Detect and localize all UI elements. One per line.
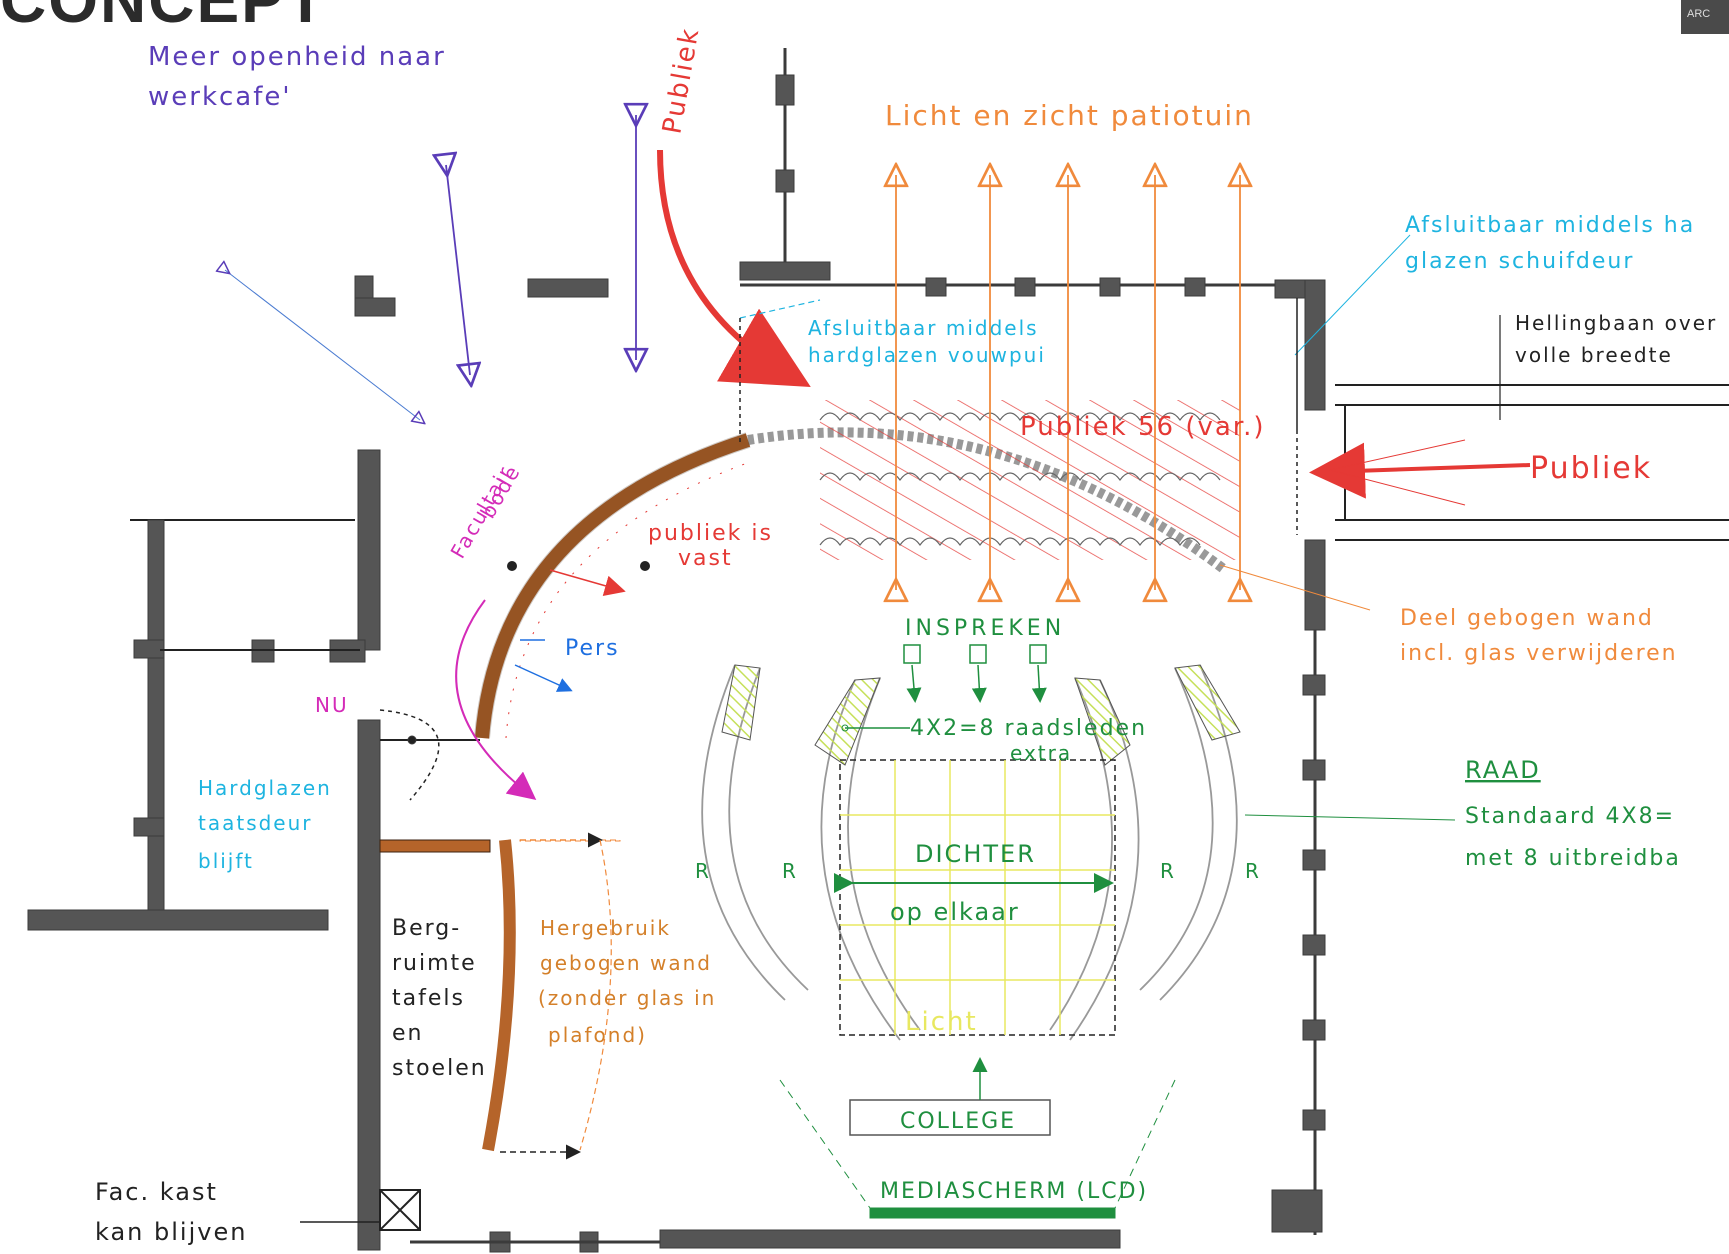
label-hardglazen-3: blijft [198, 849, 254, 873]
label-deel-2: incl. glas verwijderen [1400, 641, 1678, 666]
label-berg-1: Berg- [392, 916, 461, 941]
label-r-2: R [782, 859, 798, 883]
light-arrows [896, 175, 1240, 590]
label-afsluitbaar-mid-2: hardglazen vouwpui [808, 343, 1046, 367]
glass-lines [739, 234, 1501, 611]
label-fac-kast-1: Fac. kast [95, 1178, 218, 1206]
label-hellingbaan-1: Hellingbaan over [1515, 311, 1717, 335]
label-herge-2: gebogen wand [540, 951, 712, 975]
label-afsluitbaar-right-1: Afsluitbaar middels ha [1405, 213, 1695, 238]
marker-dot [507, 561, 517, 571]
marker-dot [640, 561, 650, 571]
label-meer-openheid: Meer openheid naar [148, 42, 446, 72]
label-publiek-vast-2: vast [678, 546, 733, 571]
label-standaard: Standaard 4X8= [1465, 804, 1675, 829]
label-publiek-vast-1: publiek is [648, 521, 773, 546]
label-nu: NU [315, 693, 349, 717]
curved-wall [474, 432, 751, 739]
label-deel-1: Deel gebogen wand [1400, 606, 1654, 631]
label-licht: Licht [905, 1007, 978, 1037]
label-herge-4: plafond) [548, 1023, 647, 1047]
label-afsluitbaar-right-2: glazen schuifdeur [1405, 249, 1634, 274]
label-r-4: R [1245, 859, 1261, 883]
label-mediascherm: MEDIASCHERM (LCD) [880, 1179, 1148, 1204]
label-hellingbaan-2: volle breedte [1515, 343, 1673, 367]
label-uitbreid: met 8 uitbreidba [1465, 846, 1681, 871]
label-college: COLLEGE [900, 1109, 1016, 1134]
label-werkcafe: werkcafe' [148, 82, 292, 112]
label-licht-zicht: Licht en zicht patiotuin [885, 99, 1254, 132]
label-afsluitbaar-mid-1: Afsluitbaar middels [808, 316, 1039, 340]
storage-walls [379, 832, 621, 1160]
label-insprekers: INSPREKEN [905, 616, 1065, 641]
label-r-3: R [1160, 859, 1176, 883]
label-berg-2: ruimte [392, 951, 477, 976]
label-herge-3: (zonder glas in [538, 986, 716, 1010]
council-area [701, 644, 1456, 1219]
label-pers: Pers [565, 636, 620, 661]
label-hardglazen-1: Hardglazen [198, 776, 332, 800]
label-fac-kast-2: kan blijven [95, 1218, 247, 1246]
label-herge-1: Hergebruik [540, 916, 671, 940]
facultair-arrow [455, 599, 537, 800]
label-raad: RAAD [1465, 756, 1541, 784]
label-berg-5: stoelen [392, 1056, 487, 1081]
press-arrows [514, 569, 626, 692]
label-extra: extra [1010, 741, 1072, 765]
corner-tab: ARC [1681, 0, 1729, 34]
label-berg-4: en [392, 1021, 423, 1046]
label-dichter: DICHTER [915, 840, 1036, 868]
label-op-elkaar: op elkaar [890, 898, 1020, 926]
page-title: CONCEPT [0, 0, 327, 36]
label-publiek-seats: Publiek 56 (var.) [1020, 412, 1266, 442]
label-raadszetels: 4X2=8 raadsleden [910, 716, 1147, 741]
label-publiek-right: Publiek [1530, 451, 1652, 486]
label-hardglazen-2: taatsdeur [198, 811, 313, 835]
public-flow-arrows [657, 149, 1531, 506]
label-r-1: R [695, 859, 711, 883]
label-berg-3: tafels [392, 986, 465, 1011]
openness-arrows [225, 115, 636, 420]
label-publiek-top: Publiek [657, 25, 705, 136]
